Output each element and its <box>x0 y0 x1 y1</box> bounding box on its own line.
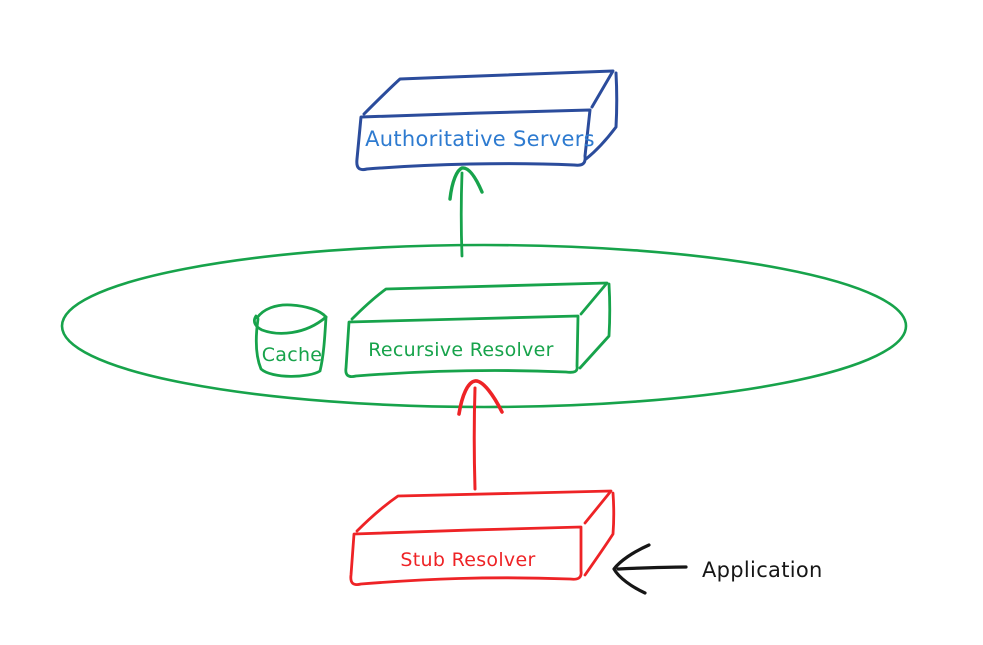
box-right-face <box>584 71 619 161</box>
box-front-face <box>349 525 583 586</box>
arrow-shaft <box>616 565 688 571</box>
recursive-resolver-box <box>344 281 612 378</box>
cylinder-rim-outer <box>255 303 328 320</box>
box-front-face <box>355 108 592 172</box>
box-front-face <box>344 314 580 378</box>
cylinder-rim-inner <box>253 314 328 335</box>
arrow-shaft <box>459 171 464 258</box>
arrow-stub-to-recursive <box>457 379 504 491</box>
cache-cylinder <box>253 303 328 378</box>
box-top-face <box>362 69 615 116</box>
box-right-face <box>578 282 612 370</box>
application-arrow <box>612 543 688 595</box>
authoritative-servers-label: Authoritative Servers <box>365 127 595 151</box>
arrow-head <box>457 379 504 416</box>
box-top-face <box>350 281 609 321</box>
stub-resolver-box <box>349 489 616 586</box>
application-label: Application <box>702 558 823 582</box>
box-top-face <box>355 489 613 533</box>
arrow-recursive-to-authoritative <box>448 166 484 258</box>
cylinder-body <box>254 315 328 378</box>
authoritative-servers-box <box>355 69 619 172</box>
stub-resolver-label: Stub Resolver <box>400 549 535 571</box>
arrow-shaft <box>472 386 477 491</box>
cache-label: Cache <box>262 344 323 366</box>
recursive-resolver-label: Recursive Resolver <box>368 339 553 361</box>
resolver-zone-ellipse <box>60 243 908 409</box>
arrow-head <box>448 166 484 201</box>
arrow-head <box>612 543 651 595</box>
box-right-face <box>583 491 616 577</box>
